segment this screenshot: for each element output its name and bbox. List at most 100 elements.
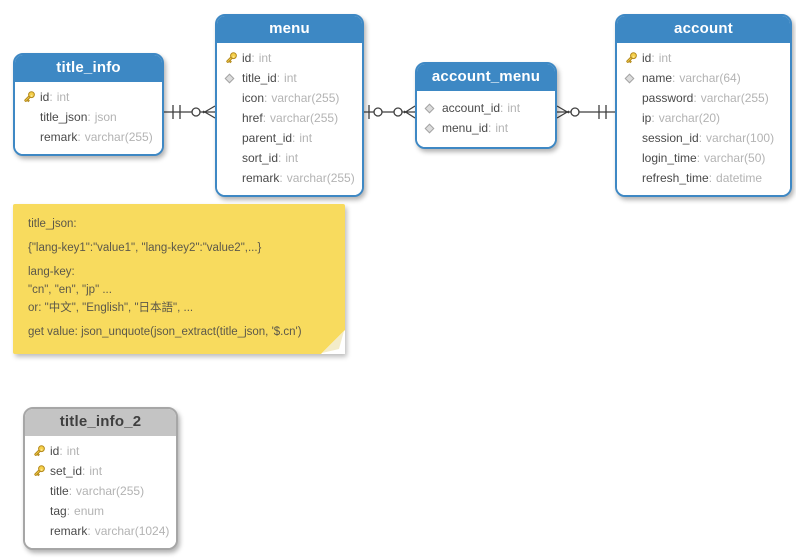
diamond-icon: [624, 73, 635, 83]
field-type: varchar(255): [700, 91, 769, 105]
table-row[interactable]: title_id int: [224, 68, 358, 88]
field-name: remark: [50, 524, 95, 538]
table-row[interactable]: id int: [224, 48, 358, 68]
field-type: int: [284, 71, 297, 85]
field-type: int: [89, 464, 103, 478]
table-row[interactable]: session_id varchar(100): [624, 128, 786, 148]
field-name: account_id: [442, 101, 507, 115]
field-name: title: [50, 484, 76, 498]
field-type: int: [56, 90, 70, 104]
diamond-icon: [224, 73, 235, 83]
field-type: int: [258, 51, 272, 65]
table-row[interactable]: refresh_time datetime: [624, 168, 786, 188]
table-row[interactable]: password varchar(255): [624, 88, 786, 108]
primary-key-icon: [626, 52, 637, 64]
table-row[interactable]: id int: [32, 441, 172, 461]
field-type: varchar(20): [658, 111, 721, 125]
field-name: remark: [242, 171, 287, 185]
table-fields: id int title_id int icon varchar(255) hr…: [217, 43, 362, 195]
note-line: or: "中文", "English", "日本語", ...: [28, 302, 194, 314]
field-type: datetime: [716, 171, 763, 185]
field-type: varchar(50): [704, 151, 766, 165]
table-row[interactable]: remark varchar(255): [22, 127, 158, 147]
relationship-account_menu-account[interactable]: [556, 105, 615, 119]
table-title[interactable]: title_info: [15, 55, 162, 82]
table-fields: account_id int menu_id int: [417, 91, 555, 147]
table-title[interactable]: account: [617, 16, 790, 43]
table-title_info[interactable]: title_info id int title_json json remark…: [13, 53, 164, 156]
field-type: varchar(100): [706, 131, 775, 145]
table-row[interactable]: tag enum: [32, 501, 172, 521]
table-row[interactable]: set_id int: [32, 461, 172, 481]
table-row[interactable]: ip varchar(20): [624, 108, 786, 128]
table-title[interactable]: account_menu: [417, 64, 555, 91]
field-type: varchar(255): [286, 171, 355, 185]
table-account[interactable]: account id int name varchar(64) password…: [615, 14, 792, 197]
field-type: int: [507, 101, 521, 115]
note-line: "cn", "en", "jp" ...: [28, 284, 112, 296]
field-name: remark: [40, 130, 85, 144]
field-name: sort_id: [242, 151, 285, 165]
diamond-icon: [424, 103, 435, 113]
field-name: ip: [642, 111, 659, 125]
table-row[interactable]: menu_id int: [424, 118, 551, 138]
primary-key-icon: [24, 91, 35, 103]
relationship-title_info-menu[interactable]: [164, 105, 216, 119]
table-row[interactable]: id int: [22, 87, 158, 107]
field-name: session_id: [642, 131, 706, 145]
field-name: id: [242, 51, 259, 65]
table-row[interactable]: remark varchar(255): [224, 168, 358, 188]
table-row[interactable]: title_json json: [22, 107, 158, 127]
field-name: login_time: [642, 151, 704, 165]
field-type: int: [299, 131, 313, 145]
table-title[interactable]: menu: [217, 16, 362, 43]
field-type: json: [94, 110, 117, 124]
table-row[interactable]: login_time varchar(50): [624, 148, 786, 168]
field-type: int: [495, 121, 509, 135]
primary-key-icon: [34, 465, 45, 477]
table-row[interactable]: remark varchar(1024): [32, 521, 172, 541]
table-row[interactable]: account_id int: [424, 98, 551, 118]
field-type: varchar(255): [270, 111, 339, 125]
field-name: menu_id: [442, 121, 495, 135]
field-name: title_id: [242, 71, 284, 85]
note-line: lang-key:: [28, 266, 75, 278]
table-fields: id int set_id int title varchar(255) tag…: [25, 436, 176, 548]
note-line: title_json:: [28, 218, 77, 230]
table-row[interactable]: name varchar(64): [624, 68, 786, 88]
field-type: enum: [74, 504, 105, 518]
relationship-menu-account_menu[interactable]: [364, 105, 416, 119]
table-row[interactable]: parent_id int: [224, 128, 358, 148]
table-row[interactable]: icon varchar(255): [224, 88, 358, 108]
sticky-note[interactable]: title_json: {"lang-key1":"value1", "lang…: [13, 204, 345, 354]
field-type: varchar(255): [271, 91, 340, 105]
table-menu[interactable]: menu id int title_id int icon varchar(25…: [215, 14, 364, 197]
field-name: title_json: [40, 110, 95, 124]
primary-key-icon: [34, 445, 45, 457]
field-type: int: [66, 444, 80, 458]
field-name: tag: [50, 504, 74, 518]
field-type: varchar(255): [76, 484, 145, 498]
table-row[interactable]: title varchar(255): [32, 481, 172, 501]
field-type: varchar(64): [679, 71, 741, 85]
diamond-icon: [424, 123, 435, 133]
field-name: icon: [242, 91, 271, 105]
table-title[interactable]: title_info_2: [25, 409, 176, 436]
table-fields: id int name varchar(64) password varchar…: [617, 43, 790, 195]
note-line: get value: json_unquote(json_extract(tit…: [28, 326, 302, 338]
field-name: href: [242, 111, 270, 125]
field-type: int: [658, 51, 672, 65]
field-name: set_id: [50, 464, 89, 478]
table-account_menu[interactable]: account_menu account_id int menu_id int: [415, 62, 557, 149]
table-row[interactable]: id int: [624, 48, 786, 68]
table-row[interactable]: sort_id int: [224, 148, 358, 168]
field-type: int: [285, 151, 299, 165]
field-name: name: [642, 71, 679, 85]
table-row[interactable]: href varchar(255): [224, 108, 358, 128]
field-name: id: [642, 51, 659, 65]
table-title_info_2[interactable]: title_info_2 id int set_id int title var…: [23, 407, 178, 550]
field-name: password: [642, 91, 701, 105]
field-type: varchar(1024): [94, 524, 170, 538]
